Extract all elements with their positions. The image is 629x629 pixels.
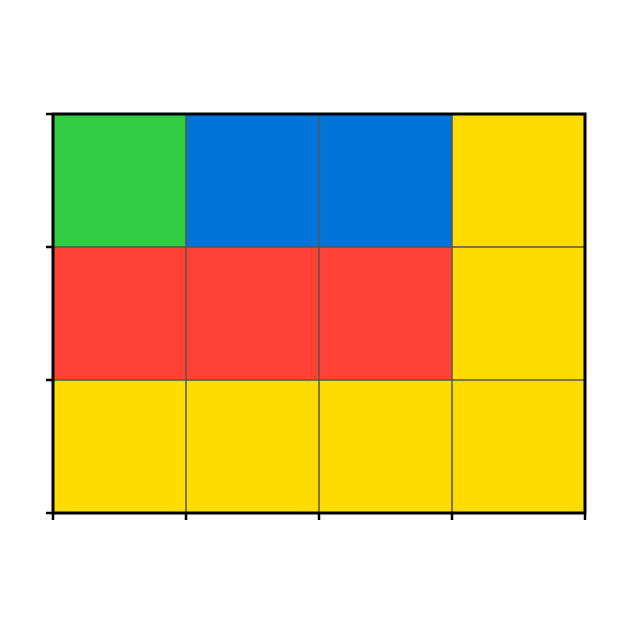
cell-r0-c0-green [53, 114, 186, 247]
grid-lines-layer [53, 114, 585, 513]
cell-r1-c2-red [319, 247, 452, 380]
cell-r2-c3-yellow [452, 380, 585, 513]
cell-r0-c2-blue [319, 114, 452, 247]
cell-r2-c0-yellow [53, 380, 186, 513]
cell-r1-c1-red [186, 247, 319, 380]
frame-layer [46, 112, 587, 520]
cell-r0-c3-yellow [452, 114, 585, 247]
cells-layer [53, 114, 585, 513]
cell-r1-c3-yellow [452, 247, 585, 380]
cell-r1-c0-red [53, 247, 186, 380]
cell-r2-c1-yellow [186, 380, 319, 513]
cell-r0-c1-blue [186, 114, 319, 247]
cell-r2-c2-yellow [319, 380, 452, 513]
